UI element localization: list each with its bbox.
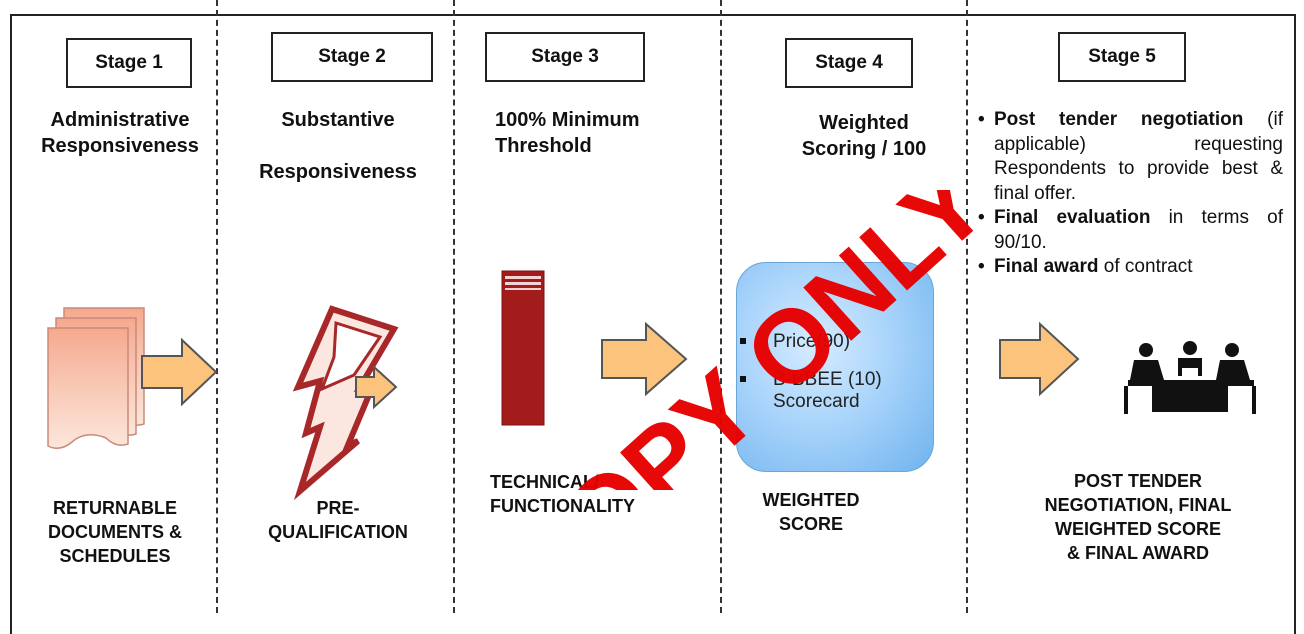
score-item-label: Price(90) [773,331,851,352]
stage-1-heading: Administrative Responsiveness [22,107,218,159]
stage-3-bottom-label: TECHNICAL/ FUNCTIONALITY [490,470,710,518]
column-divider-1 [216,0,218,613]
stage-2-heading: Substantive Responsiveness [228,107,448,185]
stage-1-heading-line-2: Responsiveness [41,135,199,157]
bullet-bold: Final evaluation [994,207,1151,228]
bottom-label-line: PRE- [316,498,360,518]
bullet-bold: Post tender negotiation [994,109,1244,130]
bar-icon [501,270,545,426]
stage-5-label: Stage 5 [1058,32,1186,82]
diagram-frame [10,14,1296,634]
stage-5-bottom-label: POST TENDER NEGOTIATION, FINAL WEIGHTED … [1000,469,1276,565]
stage-2-heading-line-2: Responsiveness [259,161,417,183]
bullet-bold: Final award [994,256,1099,277]
score-list: Price(90) B-BBEE (10) Scorecard [737,331,935,429]
stage-1-label: Stage 1 [66,38,192,88]
arrow-icon [999,321,1080,397]
bottom-label-line: RETURNABLE [53,498,177,518]
bullet-square-icon [740,376,746,382]
stage-5-bullet: Post tender negotiation (if applicable) … [978,108,1283,206]
meeting-icon [1124,341,1256,414]
bottom-label-line: FUNCTIONALITY [490,496,635,516]
stage-1-heading-line-1: Administrative [50,109,190,131]
stage-4-label: Stage 4 [785,38,913,88]
stage-2-bottom-label: PRE- QUALIFICATION [228,496,448,544]
stage-3-heading: 100% Minimum Threshold [495,107,715,159]
bullet-square-icon [740,338,746,344]
stage-4-heading-line-1: Weighted [819,112,909,134]
arrow-icon [141,337,218,407]
column-divider-3 [720,0,722,613]
bottom-label-line: QUALIFICATION [268,522,408,542]
column-divider-2 [453,0,455,613]
bottom-label-line: SCHEDULES [59,546,171,566]
bottom-label-line: SCORE [778,514,843,534]
bottom-label-line: TECHNICAL/ [490,472,599,492]
stage-3-heading-line-1: 100% Minimum [495,109,640,131]
stage-5-bullet: Final evaluation in terms of 90/10. [978,206,1283,255]
stage-4-heading-line-2: Scoring / 100 [801,138,927,160]
stage-3-heading-line-2: Threshold [495,135,592,157]
stage-1-bottom-label: RETURNABLE DOCUMENTS & SCHEDULES [12,496,218,568]
score-item-price: Price(90) [737,331,935,353]
stage-2-heading-line-1: Substantive [281,109,395,131]
bullet-text: in terms of 90/10. [994,207,1283,253]
stage-5-bullet-list: Post tender negotiation (if applicable) … [978,108,1283,280]
bullet-text: of contract [1098,256,1193,277]
weighted-score-box: Price(90) B-BBEE (10) Scorecard [736,262,934,472]
documents-icon [47,307,145,449]
stage-4-heading: Weighted Scoring / 100 [774,110,954,162]
arrow-icon [601,321,688,397]
stage-2-label: Stage 2 [271,32,433,82]
bottom-label-line: & FINAL AWARD [1067,543,1209,563]
bullet-text: (if applicable) requesting Respondents t… [994,109,1283,204]
bottom-label-line: DOCUMENTS & [48,522,182,542]
bottom-label-line: WEIGHTED [762,490,860,510]
stage-5-bullet: Final award of contract [978,255,1283,280]
stage-4-bottom-label: WEIGHTED SCORE [736,488,886,536]
bottom-label-line: NEGOTIATION, FINAL [1044,495,1232,515]
column-divider-4 [966,0,968,613]
arrow-icon [355,364,398,410]
bottom-label-line: POST TENDER [1073,471,1202,491]
score-item-label: B-BBEE (10) Scorecard [773,369,882,412]
stage-3-label: Stage 3 [485,32,645,82]
score-item-bbbee: B-BBEE (10) Scorecard [737,369,935,413]
bottom-label-line: WEIGHTED SCORE [1054,519,1221,539]
